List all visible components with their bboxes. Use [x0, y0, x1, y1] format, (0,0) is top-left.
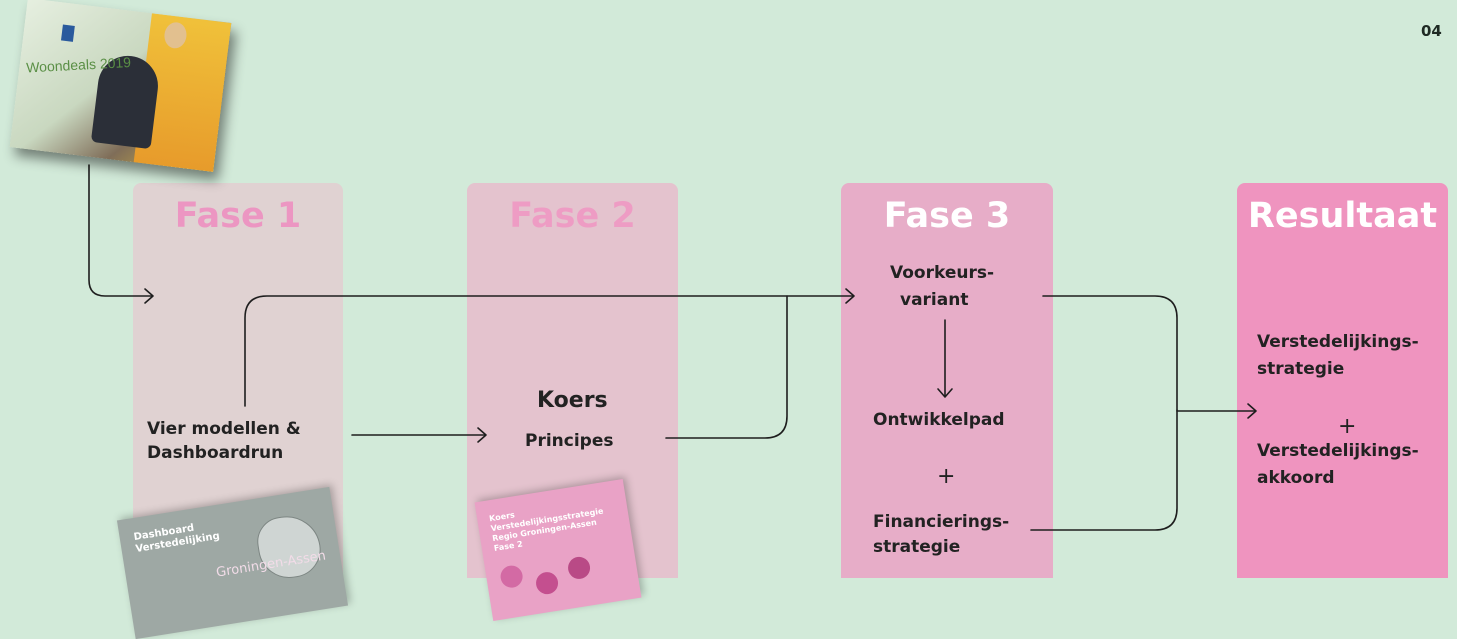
fase3-plus: + [937, 464, 956, 489]
result-line3: Verstedelijkings- [1257, 441, 1419, 461]
page-number: 04 [1421, 22, 1442, 40]
result-line4: akkoord [1257, 468, 1335, 488]
connector-voorkeursvariant-to-resultaat [1042, 295, 1178, 411]
phase-column-3 [841, 183, 1053, 578]
result-plus: + [1338, 414, 1357, 439]
connector-modellen-to-voorkeursvariant [244, 295, 854, 407]
fase1-label-line1: Vier modellen & [147, 419, 301, 439]
connector-photo-to-fase1 [88, 164, 153, 297]
fase1-label-line2: Dashboardrun [147, 443, 284, 463]
fase3-voorkeur-line1: Voorkeurs- [890, 263, 995, 283]
fase3-voorkeur-line2: variant [900, 290, 969, 310]
arrowhead [937, 388, 953, 398]
phase-2-title: Fase 2 [509, 196, 636, 236]
photo-logo [60, 24, 75, 42]
connector-financiering-to-resultaat [1030, 409, 1178, 531]
fase2-heading: Koers [537, 388, 608, 413]
phase-1-title: Fase 1 [174, 196, 302, 236]
woondeals-photo: Woondeals 2019 [9, 0, 232, 172]
result-line1: Verstedelijkings- [1257, 332, 1419, 352]
flow-connectors [88, 164, 1257, 531]
fase2-label: Principes [525, 431, 614, 451]
fase3-financiering-line1: Financierings- [873, 512, 1010, 532]
fase3-financiering-line2: strategie [873, 537, 961, 557]
result-line2: strategie [1257, 359, 1345, 379]
connector-principes-to-voorkeursvariant [665, 295, 788, 439]
arrowhead [845, 288, 855, 304]
fase3-ontwikkelpad: Ontwikkelpad [873, 410, 1005, 430]
arrowhead [1247, 403, 1257, 419]
arrowhead [477, 427, 487, 443]
arrowhead [144, 288, 154, 304]
result-title: Resultaat [1247, 196, 1438, 236]
phase-3-title: Fase 3 [883, 196, 1011, 236]
result-column [1237, 183, 1448, 578]
